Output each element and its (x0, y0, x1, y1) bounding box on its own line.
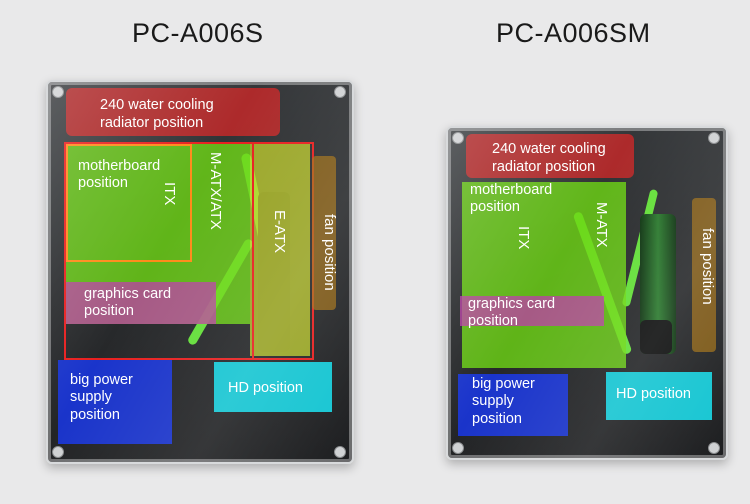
right-hd-label: HD position (616, 386, 691, 403)
left-fan-label: fan position (321, 214, 338, 291)
right-fan-label: fan position (699, 228, 716, 305)
right-screw (708, 132, 720, 144)
left-graphics-label: graphics card position (84, 286, 171, 321)
right-motherboard-label: motherboard position (470, 182, 552, 217)
right-screw (452, 132, 464, 144)
right-case-title: PC-A006SM (496, 18, 651, 49)
left-hd-label: HD position (228, 380, 303, 397)
left-screw (334, 86, 346, 98)
right-radiator-zone: 240 water cooling radiator position (466, 134, 634, 178)
right-power-label: big power supply position (472, 376, 535, 428)
right-radiator-label: 240 water cooling radiator position (492, 140, 606, 176)
right-screw (452, 442, 464, 454)
left-screw (52, 446, 64, 458)
left-eatx-label: E-ATX (271, 210, 288, 253)
left-graphics-zone: graphics card position (66, 282, 216, 324)
left-case-title: PC-A006S (132, 18, 264, 49)
right-matx-label: M-ATX (593, 202, 610, 248)
right-power-zone: big power supply position (458, 374, 568, 436)
right-itx-label: ITX (515, 226, 532, 249)
right-graphics-zone: graphics card position (460, 296, 604, 326)
left-screw (334, 446, 346, 458)
left-hd-zone: HD position (214, 362, 332, 412)
left-matx-label: M-ATX/ATX (207, 152, 224, 230)
left-radiator-zone: 240 water cooling radiator position (66, 88, 280, 136)
left-power-zone: big power supply position (58, 360, 172, 444)
left-case: 240 water cooling radiator position moth… (46, 80, 354, 464)
right-case: 240 water cooling radiator position moth… (446, 126, 728, 460)
left-motherboard-label: motherboard position (78, 158, 160, 193)
left-radiator-label: 240 water cooling radiator position (100, 96, 214, 132)
left-screw (52, 86, 64, 98)
left-itx-label: ITX (161, 182, 178, 205)
right-hd-zone: HD position (606, 372, 712, 420)
left-power-label: big power supply position (70, 372, 133, 424)
right-pump (640, 320, 672, 354)
right-screw (708, 442, 720, 454)
right-graphics-label: graphics card position (468, 296, 555, 331)
